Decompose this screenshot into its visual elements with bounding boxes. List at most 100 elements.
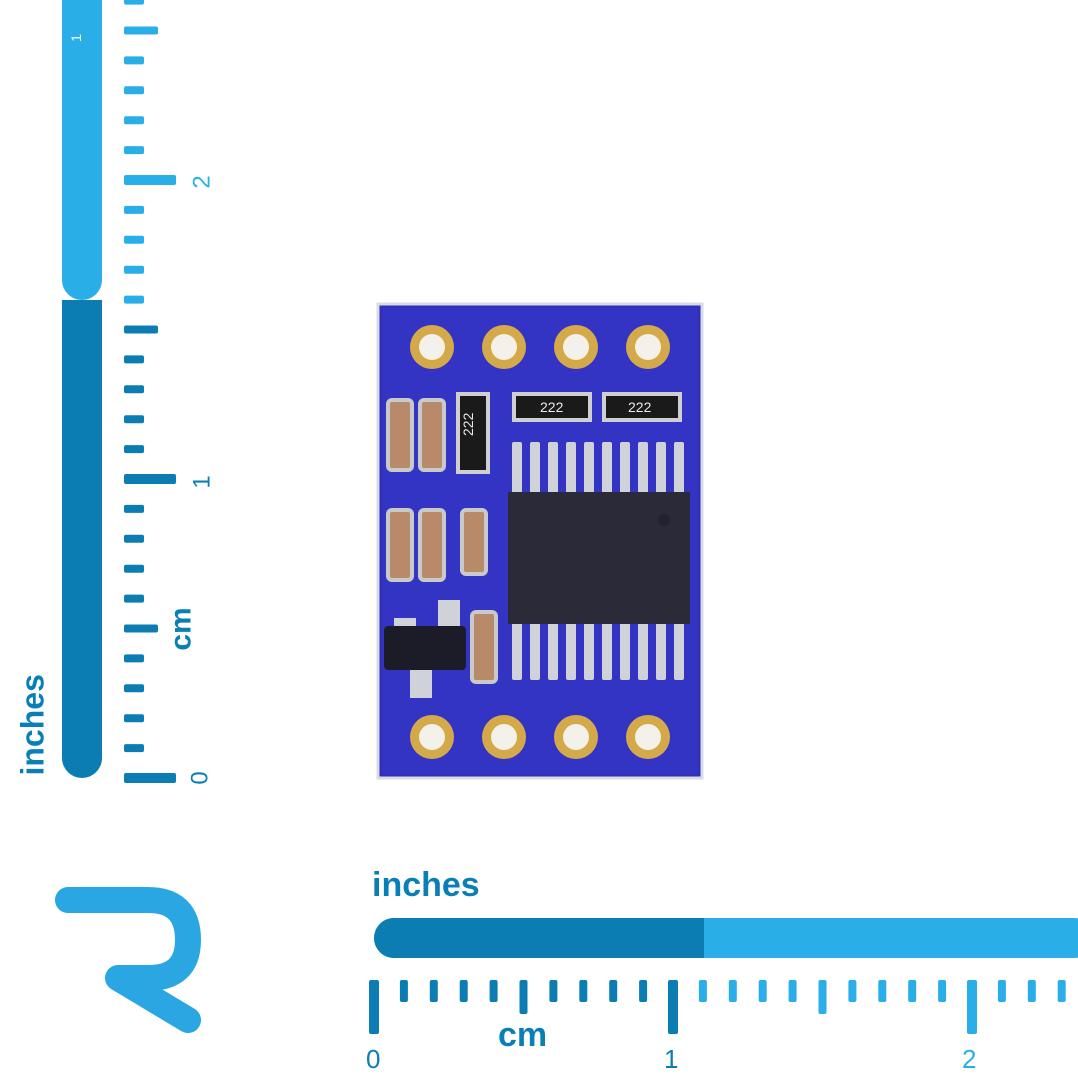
horizontal-tick — [728, 980, 737, 1002]
vertical-tick — [124, 415, 144, 424]
horizontal-tick — [519, 980, 528, 1014]
vertical-cm-1: 1 — [188, 475, 216, 489]
vertical-tick — [124, 564, 144, 573]
horizontal-tick — [1027, 980, 1036, 1002]
horizontal-tick — [818, 980, 827, 1014]
vertical-tick — [124, 0, 144, 5]
header-pin-hole — [554, 325, 598, 369]
header-pin-hole — [410, 715, 454, 759]
vertical-inch-label-1: 1 — [67, 34, 84, 42]
ic-pin — [584, 622, 594, 680]
horizontal-tick — [549, 980, 558, 1002]
ic-pin — [530, 622, 540, 680]
ic-pin — [620, 442, 630, 494]
vertical-tick — [124, 235, 144, 244]
brand-logo — [55, 870, 201, 1033]
vertical-tick — [124, 714, 144, 723]
ic-pin — [602, 622, 612, 680]
ic-pin — [620, 622, 630, 680]
vertical-tick — [124, 295, 144, 304]
vertical-tick — [124, 205, 144, 214]
vertical-tick — [124, 654, 144, 663]
vertical-tick — [124, 325, 158, 334]
header-pin-hole — [410, 325, 454, 369]
vertical-ruler: 1 inches cm 0 1 2 — [0, 0, 240, 800]
vertical-tick — [124, 594, 144, 603]
resistor-marking-3: 222 — [628, 399, 652, 415]
horizontal-tick — [609, 980, 618, 1002]
horizontal-cm-2: 2 — [962, 1044, 977, 1074]
vertical-tick — [124, 175, 176, 185]
ic-pin — [566, 622, 576, 680]
vertical-tick — [124, 355, 144, 364]
resistor-marking-1: 222 — [460, 412, 476, 436]
header-pin-hole — [626, 715, 670, 759]
vertical-cm-label: cm — [164, 607, 198, 651]
header-pin-hole — [482, 325, 526, 369]
ic-pin — [638, 622, 648, 680]
vertical-tick — [124, 534, 144, 543]
pcb-board: 222 222 222 — [376, 302, 704, 780]
vertical-cm-0: 0 — [186, 771, 214, 785]
horizontal-tick — [848, 980, 857, 1002]
vertical-tick — [124, 773, 176, 783]
horizontal-tick — [489, 980, 498, 1002]
vertical-tick — [124, 265, 144, 274]
horizontal-cm-0: 0 — [366, 1044, 381, 1074]
horizontal-tick — [698, 980, 707, 1002]
vertical-tick — [124, 474, 176, 484]
horizontal-tick — [429, 980, 438, 1002]
horizontal-inches-label: inches — [372, 866, 480, 904]
vertical-tick — [124, 624, 158, 633]
vertical-tick — [124, 385, 144, 394]
horizontal-tick — [938, 980, 947, 1002]
vertical-cm-2: 2 — [188, 175, 216, 189]
vertical-tick — [124, 86, 144, 95]
ic-pin — [602, 442, 612, 494]
header-pin-hole — [626, 325, 670, 369]
horizontal-tick — [369, 980, 379, 1034]
ic-pin — [638, 442, 648, 494]
horizontal-tick — [459, 980, 468, 1002]
r-logo-icon — [55, 887, 201, 1033]
horizontal-tick — [997, 980, 1006, 1002]
horizontal-tick — [878, 980, 887, 1002]
horizontal-cm-1: 1 — [664, 1044, 679, 1074]
ic-pin — [584, 442, 594, 494]
ic-pin — [530, 442, 540, 494]
ic-pin — [548, 622, 558, 680]
horizontal-cm-label: cm — [498, 1016, 548, 1054]
ic-pin — [512, 442, 522, 494]
vertical-tick — [124, 26, 158, 35]
horizontal-ruler: inches cm 0 1 2 — [360, 860, 1078, 1078]
vertical-tick — [124, 504, 144, 513]
resistor-marking-2: 222 — [540, 399, 564, 415]
vertical-tick — [124, 56, 144, 65]
ic-pin — [548, 442, 558, 494]
horizontal-tick — [908, 980, 917, 1002]
horizontal-tick — [668, 980, 678, 1034]
horizontal-ruler-graphic — [369, 918, 1078, 1034]
vertical-tick — [124, 684, 144, 693]
horizontal-tick — [639, 980, 648, 1002]
vertical-inches-label: inches — [14, 674, 51, 776]
vertical-tick — [124, 445, 144, 454]
horizontal-tick — [399, 980, 408, 1002]
horizontal-tick — [788, 980, 797, 1002]
ic-pin — [674, 622, 684, 680]
header-pin-hole — [482, 715, 526, 759]
vertical-tick — [124, 744, 144, 753]
horizontal-tick — [579, 980, 588, 1002]
ic-pin — [512, 622, 522, 680]
vertical-tick — [124, 116, 144, 125]
horizontal-tick — [758, 980, 767, 1002]
header-pin-hole — [554, 715, 598, 759]
horizontal-tick — [967, 980, 977, 1034]
ic-pin — [566, 442, 576, 494]
vertical-tick — [124, 146, 144, 155]
vertical-ruler-graphic — [62, 0, 176, 783]
ic-pin — [674, 442, 684, 494]
ic-pin — [656, 442, 666, 494]
horizontal-tick — [1057, 980, 1066, 1002]
pcb-module: 222 222 222 — [374, 300, 706, 782]
